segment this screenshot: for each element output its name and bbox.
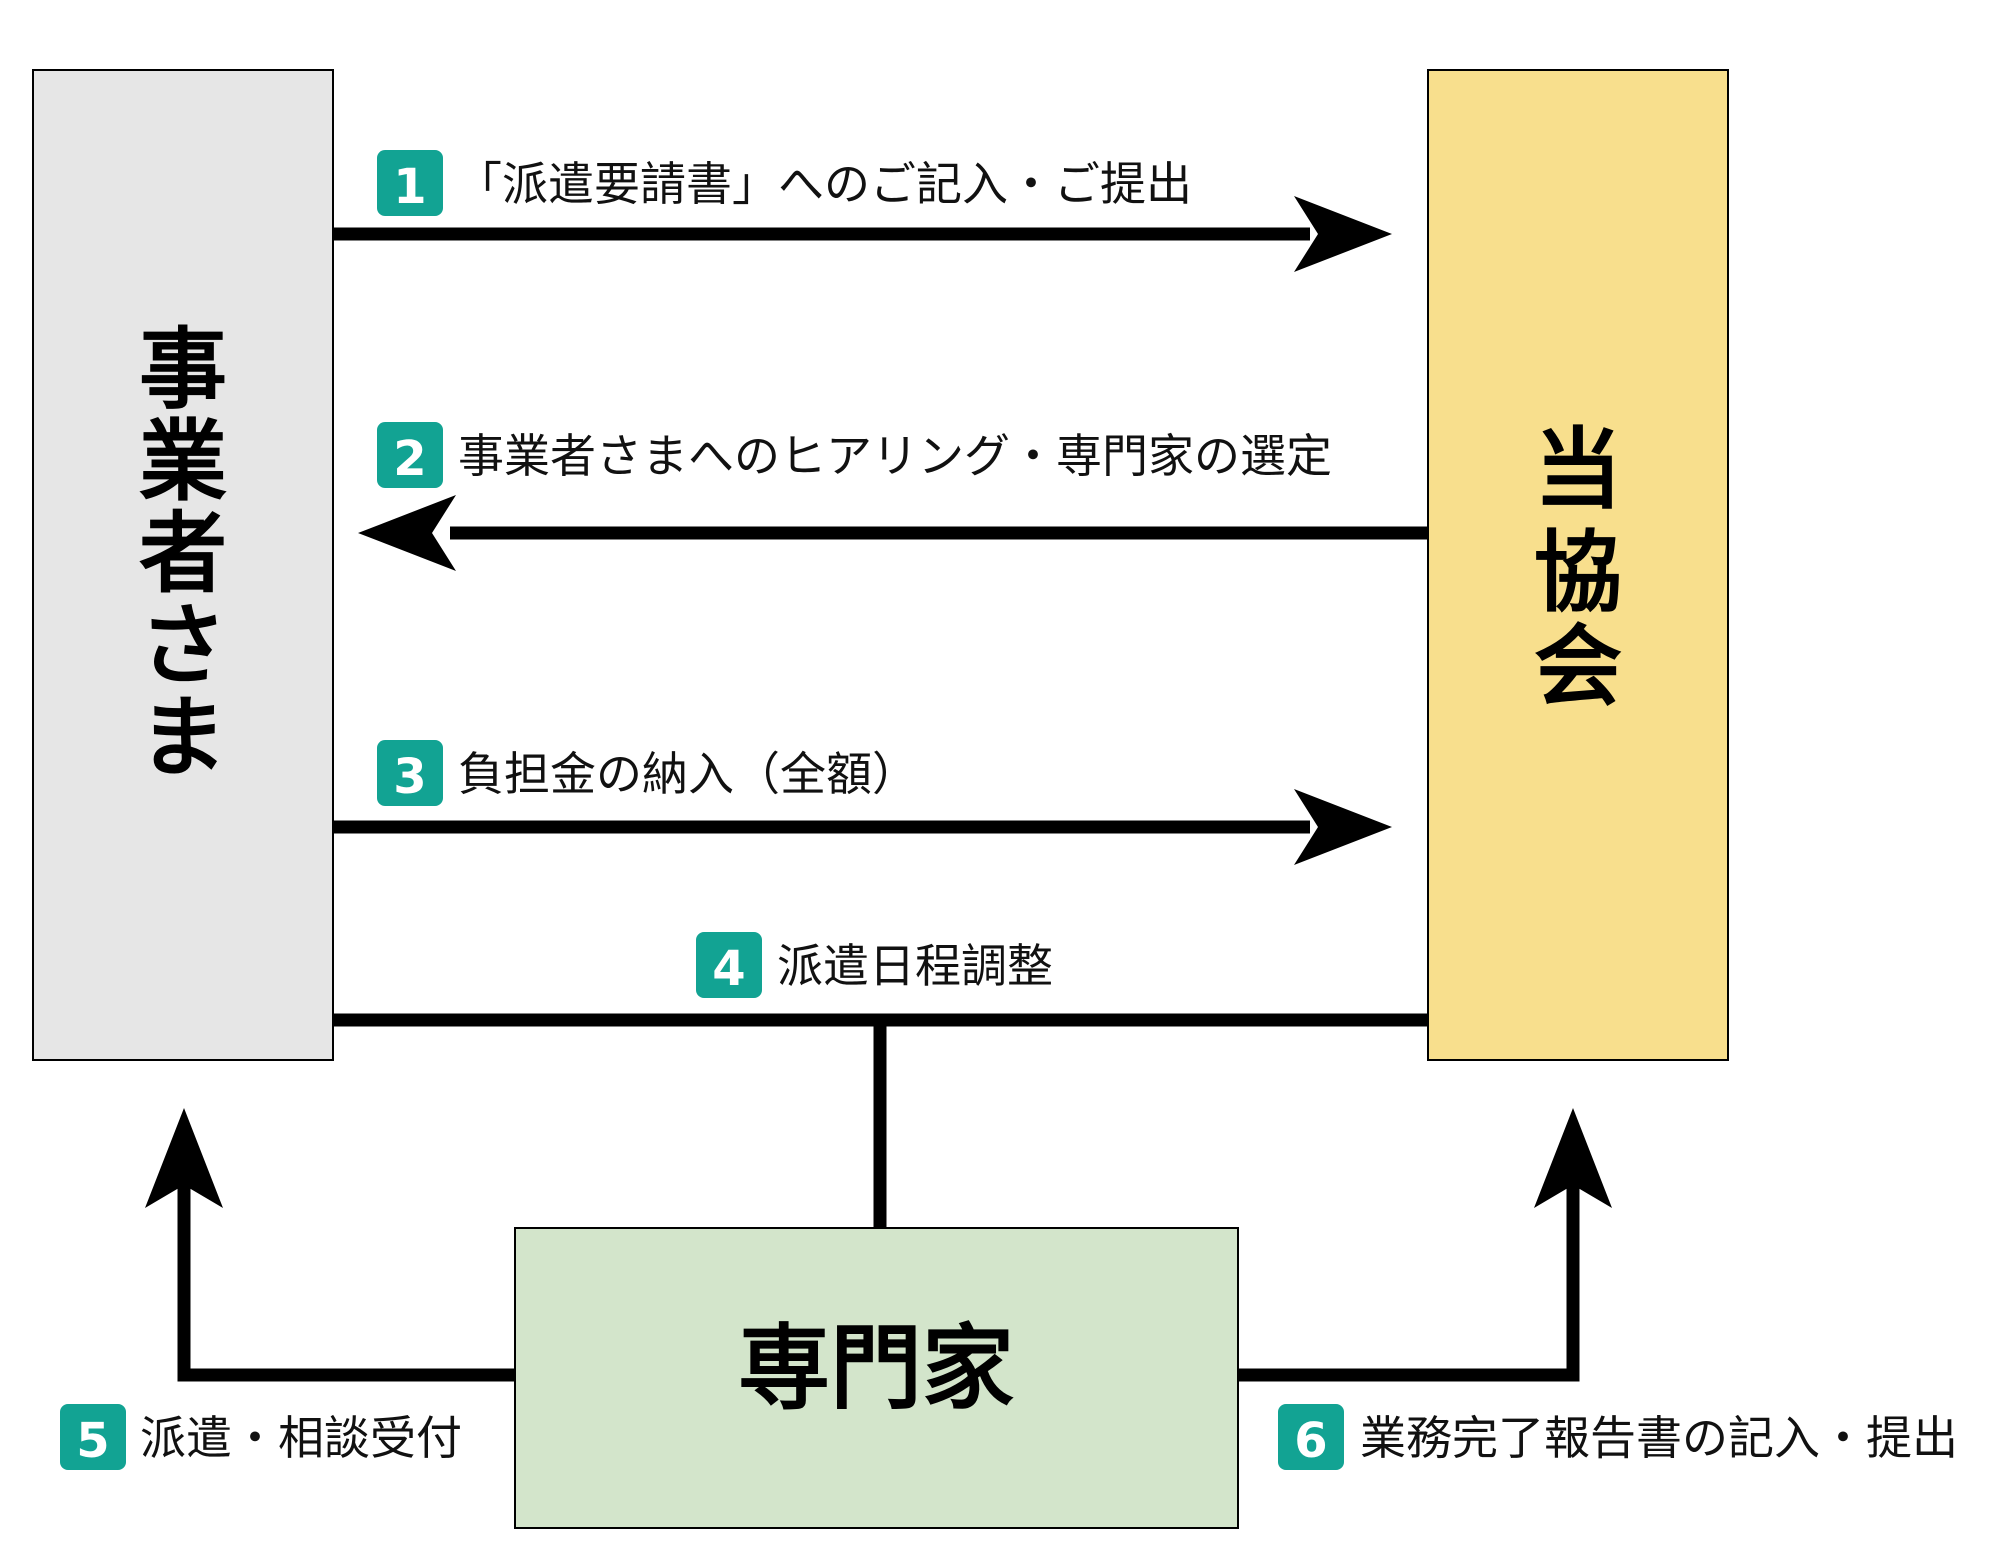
step-1-badge bbox=[377, 150, 443, 216]
arrowheads bbox=[145, 196, 1612, 1208]
association-char-2: 会 bbox=[1534, 615, 1622, 718]
step-3-badge bbox=[377, 740, 443, 806]
step-3-label: 負担金の納入（全額） bbox=[458, 747, 918, 801]
business-box bbox=[32, 69, 334, 1061]
business-char-4: ま bbox=[139, 686, 227, 789]
arrowhead-step-3 bbox=[1294, 789, 1392, 865]
arrowhead-step-5 bbox=[145, 1108, 223, 1208]
step-2: 2 事業者さまへのヒアリング・専門家の選定 bbox=[377, 422, 1332, 488]
step-5: 5 派遣・相談受付 bbox=[60, 1404, 462, 1470]
step-2-number: 2 bbox=[393, 431, 426, 487]
association-char-0: 当 bbox=[1534, 418, 1622, 521]
step-5-badge bbox=[60, 1404, 126, 1470]
step-4-number: 4 bbox=[712, 941, 745, 997]
association-char-1: 協 bbox=[1534, 521, 1622, 624]
step-2-label: 事業者さまへのヒアリング・専門家の選定 bbox=[458, 429, 1332, 483]
step-6-label: 業務完了報告書の記入・提出 bbox=[1360, 1411, 1958, 1465]
step-1-label: 「派遣要請書」へのご記入・ご提出 bbox=[456, 157, 1192, 211]
arrow-step-5-line bbox=[177, 1175, 515, 1382]
step-6-number: 6 bbox=[1294, 1413, 1327, 1469]
step-1: 1 「派遣要請書」へのご記入・ご提出 bbox=[377, 150, 1192, 216]
association-box bbox=[1427, 69, 1729, 1061]
step-3-number: 3 bbox=[393, 749, 426, 805]
step-5-label: 派遣・相談受付 bbox=[140, 1411, 462, 1465]
arrowhead-step-1 bbox=[1294, 196, 1392, 272]
association-label: 当 協 会 bbox=[1534, 418, 1622, 718]
business-char-2: 者 bbox=[139, 502, 227, 605]
step-4-badge bbox=[696, 932, 762, 998]
step-4-label: 派遣日程調整 bbox=[777, 939, 1053, 993]
step-4: 4 派遣日程調整 bbox=[696, 932, 1053, 998]
step-5-number: 5 bbox=[76, 1413, 109, 1469]
step-1-number: 1 bbox=[393, 159, 426, 215]
arrow-step-6-line bbox=[1238, 1175, 1580, 1382]
connectors bbox=[177, 227, 1580, 1382]
arrowhead-step-6 bbox=[1534, 1108, 1612, 1208]
arrowhead-step-2 bbox=[358, 495, 456, 571]
business-label: 事 業 者 さ ま bbox=[139, 318, 227, 789]
step-3: 3 負担金の納入（全額） bbox=[377, 740, 918, 806]
step-6-badge bbox=[1278, 1404, 1344, 1470]
business-char-1: 業 bbox=[139, 410, 227, 513]
expert-label: 専門家 bbox=[738, 1315, 1014, 1422]
step-6: 6 業務完了報告書の記入・提出 bbox=[1278, 1404, 1958, 1470]
business-char-3: さ bbox=[139, 594, 227, 697]
step-2-badge bbox=[377, 422, 443, 488]
business-char-0: 事 bbox=[139, 318, 227, 421]
